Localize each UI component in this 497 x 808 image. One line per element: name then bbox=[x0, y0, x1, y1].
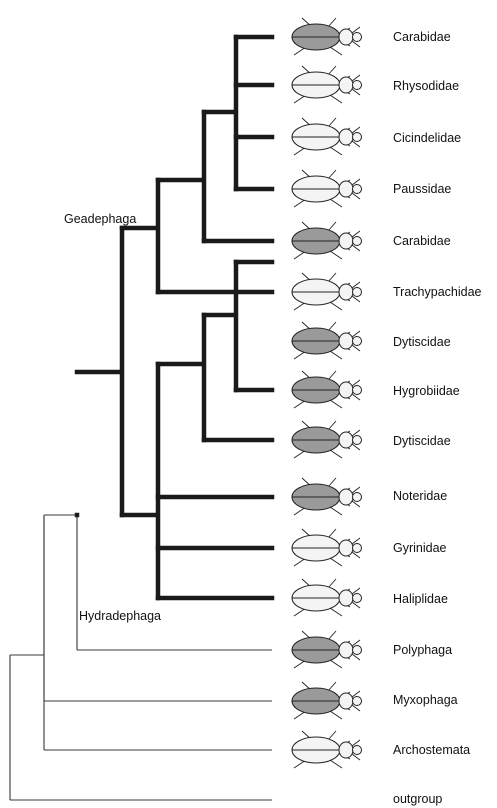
taxon-label-dytiscidae-1: Dytiscidae bbox=[393, 335, 451, 349]
node-dytiscid-hygrobiid bbox=[204, 262, 236, 390]
carabid-beetle-icon bbox=[292, 18, 362, 55]
hygrobiid-beetle-icon bbox=[292, 371, 362, 408]
node-dytiscoid bbox=[158, 315, 204, 440]
taxon-label-polyphaga: Polyphaga bbox=[393, 643, 452, 657]
node-adephaga bbox=[77, 228, 122, 515]
trachypachid-beetle-icon bbox=[292, 273, 362, 310]
diving-beetle-icon bbox=[292, 421, 362, 458]
taxon-labels: Carabidae Rhysodidae Cicindelidae Paussi… bbox=[393, 30, 482, 806]
whirligig-beetle-icon bbox=[292, 529, 362, 566]
taxon-label-hygrobiidae: Hygrobiidae bbox=[393, 384, 460, 398]
paussid-beetle-icon bbox=[292, 170, 362, 207]
taxon-label-haliplidae: Haliplidae bbox=[393, 592, 448, 606]
stem-geadephaga bbox=[122, 180, 158, 292]
stem-hydradephaga bbox=[122, 364, 158, 598]
clade-label-geadephaga: Geadephaga bbox=[64, 212, 136, 226]
node-coleoptera bbox=[10, 515, 44, 750]
node-carabidae-group bbox=[158, 112, 204, 241]
noterid-beetle-icon bbox=[292, 478, 362, 515]
taxon-label-paussidae: Paussidae bbox=[393, 182, 451, 196]
taxon-label-cicindelidae: Cicindelidae bbox=[393, 131, 461, 145]
outer-branches bbox=[10, 515, 272, 800]
taxon-label-noteridae: Noteridae bbox=[393, 489, 447, 503]
carabid-beetle-icon bbox=[292, 222, 362, 259]
node-inner-carabids bbox=[204, 37, 236, 189]
taxon-label-dytiscidae-2: Dytiscidae bbox=[393, 434, 451, 448]
taxon-label-gyrinidae: Gyrinidae bbox=[393, 541, 447, 555]
taxon-label-outgroup: outgroup bbox=[393, 792, 442, 806]
taxon-label-rhysodidae: Rhysodidae bbox=[393, 79, 459, 93]
taxon-label-trachypachidae: Trachypachidae bbox=[393, 285, 482, 299]
diving-beetle-icon bbox=[292, 322, 362, 359]
haliplid-beetle-icon bbox=[292, 579, 362, 616]
node-adephaga-polyphaga bbox=[44, 515, 77, 650]
clade-label-hydradephaga: Hydradephaga bbox=[79, 609, 161, 623]
taxon-label-archostemata: Archostemata bbox=[393, 743, 470, 757]
rhysodid-beetle-icon bbox=[292, 66, 362, 103]
archostematan-beetle-icon bbox=[292, 731, 362, 768]
tiger-beetle-icon bbox=[292, 118, 362, 155]
beetle-illustrations bbox=[292, 18, 362, 768]
taxon-label-carabidae-2: Carabidae bbox=[393, 234, 451, 248]
taxon-label-myxophaga: Myxophaga bbox=[393, 693, 458, 707]
polyphagan-beetle-icon bbox=[292, 631, 362, 668]
adephaga-branches bbox=[77, 37, 272, 598]
taxon-label-carabidae-1: Carabidae bbox=[393, 30, 451, 44]
myxophagan-beetle-icon bbox=[292, 682, 362, 719]
